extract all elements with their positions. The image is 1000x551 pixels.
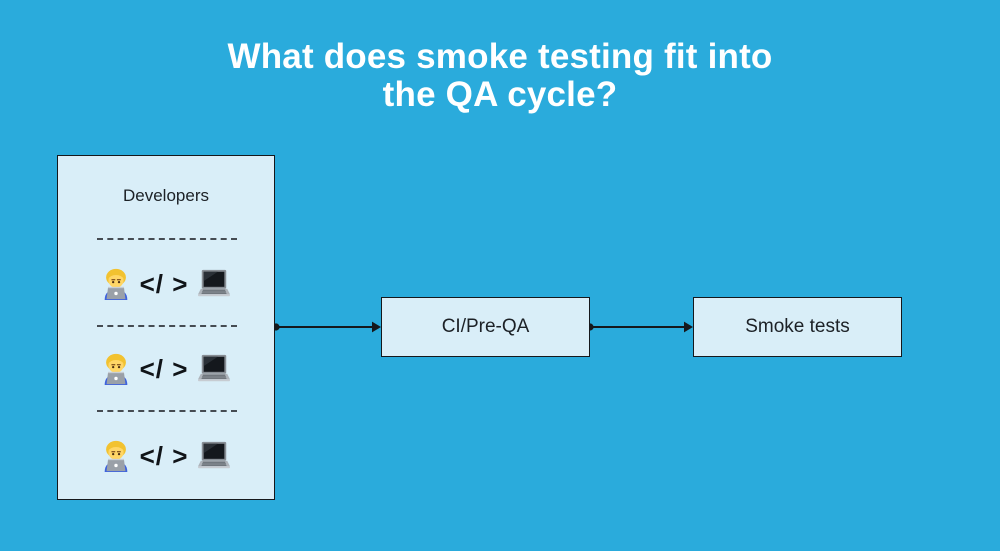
connector-ci-to-smoke xyxy=(586,321,693,333)
page-title: What does smoke testing fit into the QA … xyxy=(0,38,1000,114)
dashed-divider xyxy=(97,325,237,327)
technologist-icon xyxy=(104,353,127,386)
code-glyph-text: </ > xyxy=(139,440,189,471)
laptop-icon xyxy=(198,354,231,382)
developer-row: </ > xyxy=(58,433,274,479)
dashed-divider xyxy=(97,410,237,412)
developers-label: Developers xyxy=(123,186,209,205)
node-label: Smoke tests xyxy=(745,316,850,337)
laptop-icon xyxy=(198,269,231,297)
node-ci-pre-qa: CI/Pre-QA xyxy=(381,297,590,357)
developer-row: </ > xyxy=(58,261,274,307)
technologist-icon xyxy=(104,440,127,473)
laptop-icon xyxy=(198,441,231,469)
developer-row: </ > xyxy=(58,346,274,392)
code-glyph-text: </ > xyxy=(139,353,189,384)
dashed-divider xyxy=(97,238,237,240)
code-glyph-text: </ > xyxy=(139,268,189,299)
technologist-icon xyxy=(104,268,127,301)
connector-developers-to-ci xyxy=(272,321,381,333)
node-smoke-tests: Smoke tests xyxy=(693,297,902,357)
developers-group-box: Developers </ > xyxy=(57,155,275,500)
title-line-1: What does smoke testing fit into xyxy=(227,37,773,76)
title-line-2: the QA cycle? xyxy=(382,75,618,114)
node-label: CI/Pre-QA xyxy=(441,316,530,337)
